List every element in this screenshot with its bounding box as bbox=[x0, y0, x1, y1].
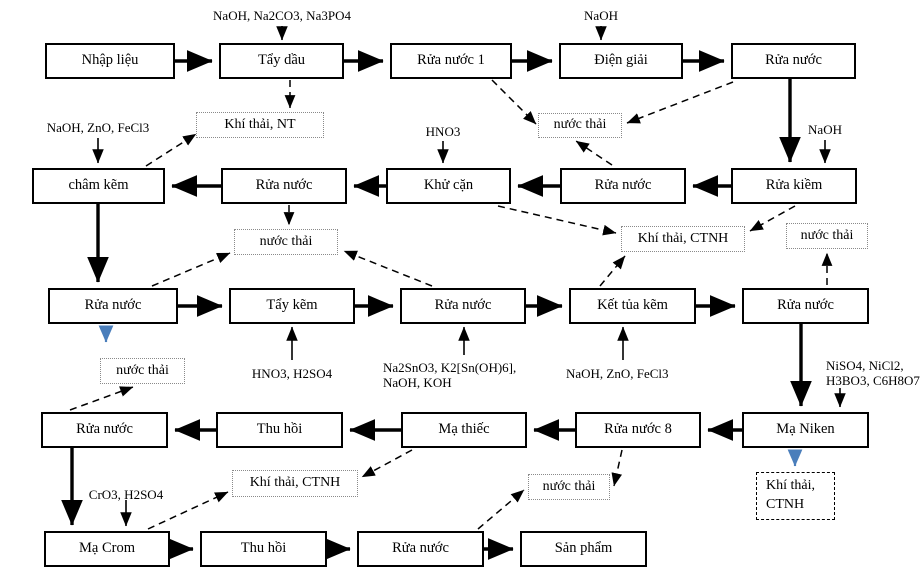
reagent-label-ma-crom: CrO3, H2SO4 bbox=[88, 487, 164, 502]
process-box-cham-kem[interactable]: châm kẽm bbox=[32, 168, 165, 204]
process-box-rua-nuoc-4[interactable]: Rửa nước bbox=[560, 168, 686, 204]
waste-box-nuoc-thai-5[interactable]: nước thải bbox=[528, 474, 610, 500]
reagent-label-ma-niken-2: H3BO3, C6H8O7 bbox=[826, 373, 920, 388]
process-box-rua-nuoc-8[interactable]: Rửa nước 8 bbox=[575, 412, 701, 448]
waste-arrow-p16-w6 bbox=[69, 386, 134, 411]
waste-arrow-p14-w4 bbox=[599, 255, 626, 287]
reagent-label-rua-kiem: NaOH bbox=[808, 122, 842, 137]
waste-box-nuoc-thai-3[interactable]: nước thải bbox=[786, 223, 868, 249]
waste-arrow-p11-w3 bbox=[151, 252, 231, 287]
reagent-label-dien-giai: NaOH bbox=[584, 8, 618, 23]
process-box-rua-nuoc-1[interactable]: Rửa nước 1 bbox=[390, 43, 512, 79]
process-box-tay-kem[interactable]: Tẩy kẽm bbox=[229, 288, 355, 324]
reagent-label-ma-niken-1: NiSO4, NiCl2, bbox=[826, 358, 904, 373]
waste-arrow-p3-w2 bbox=[491, 79, 537, 125]
process-box-san-pham[interactable]: Sản phẩm bbox=[520, 531, 647, 567]
waste-arrow-p10-w4 bbox=[749, 205, 796, 232]
process-box-khu-can[interactable]: Khử cặn bbox=[386, 168, 511, 204]
process-box-rua-nuoc-10[interactable]: Rửa nước bbox=[357, 531, 484, 567]
reagent-label-tay-dau: NaOH, Na2CO3, Na3PO4 bbox=[213, 8, 351, 23]
process-box-ma-niken[interactable]: Mạ Niken bbox=[742, 412, 869, 448]
reagent-label-ma-thiec-2: NaOH, KOH bbox=[383, 375, 452, 390]
waste-box-khi-thai-ctnh-1[interactable]: Khí thải, CTNH bbox=[621, 226, 745, 252]
process-box-nhap-lieu[interactable]: Nhập liệu bbox=[45, 43, 175, 79]
waste-arrow-p5-w2 bbox=[626, 81, 734, 124]
process-box-rua-nuoc-5[interactable]: Rửa nước bbox=[48, 288, 178, 324]
process-box-ma-thiec[interactable]: Mạ thiếc bbox=[401, 412, 527, 448]
waste-box-nuoc-thai-1[interactable]: nước thải bbox=[538, 113, 622, 138]
process-box-thu-hoi-1[interactable]: Thu hồi bbox=[216, 412, 343, 448]
waste-box-khi-thai-ctnh-3[interactable]: Khí thải, CTNH bbox=[756, 472, 835, 520]
waste-arrow-p18-w7 bbox=[361, 449, 413, 478]
reagent-label-cham-kem: NaOH, ZnO, FeCl3 bbox=[46, 120, 150, 135]
waste-arrow-p21-w7 bbox=[147, 491, 229, 530]
process-box-dien-giai[interactable]: Điện giải bbox=[559, 43, 683, 79]
waste-arrow-p6-w1 bbox=[145, 133, 197, 167]
waste-box-nuoc-thai-4[interactable]: nước thải bbox=[100, 358, 185, 384]
process-box-tay-dau[interactable]: Tẩy dầu bbox=[219, 43, 344, 79]
process-box-thu-hoi-2[interactable]: Thu hồi bbox=[200, 531, 327, 567]
process-box-rua-nuoc-9[interactable]: Rửa nước bbox=[41, 412, 168, 448]
waste-arrow-p8-w4 bbox=[497, 205, 617, 236]
reagent-label-khu-can: HNO3 bbox=[425, 124, 461, 139]
process-box-rua-kiem[interactable]: Rửa kiềm bbox=[731, 168, 857, 204]
process-box-ket-tua-kem[interactable]: Kết tủa kẽm bbox=[569, 288, 696, 324]
reagent-label-ket-tua-kem: NaOH, ZnO, FeCl3 bbox=[566, 366, 669, 381]
process-box-rua-nuoc-3[interactable]: Rửa nước bbox=[221, 168, 347, 204]
reagent-label-tay-kem: HNO3, H2SO4 bbox=[251, 366, 333, 381]
process-box-ma-crom[interactable]: Mạ Crom bbox=[44, 531, 170, 567]
waste-arrow-p23-w8 bbox=[477, 489, 525, 530]
process-box-rua-nuoc-2[interactable]: Rửa nước bbox=[731, 43, 856, 79]
waste-box-nuoc-thai-2[interactable]: nước thải bbox=[234, 229, 338, 255]
waste-box-khi-thai-ctnh-2[interactable]: Khí thải, CTNH bbox=[232, 470, 358, 497]
waste-arrow-p19-w8 bbox=[611, 449, 623, 487]
waste-arrow-p9-w2 bbox=[575, 140, 613, 166]
reagent-label-ma-thiec-1: Na2SnO3, K2[Sn(OH)6], bbox=[383, 360, 517, 375]
waste-arrow-p13-w3 bbox=[343, 250, 433, 287]
process-box-rua-nuoc-6[interactable]: Rửa nước bbox=[400, 288, 526, 324]
waste-box-khi-thai-nt[interactable]: Khí thải, NT bbox=[196, 112, 324, 138]
process-box-rua-nuoc-7[interactable]: Rửa nước bbox=[742, 288, 869, 324]
